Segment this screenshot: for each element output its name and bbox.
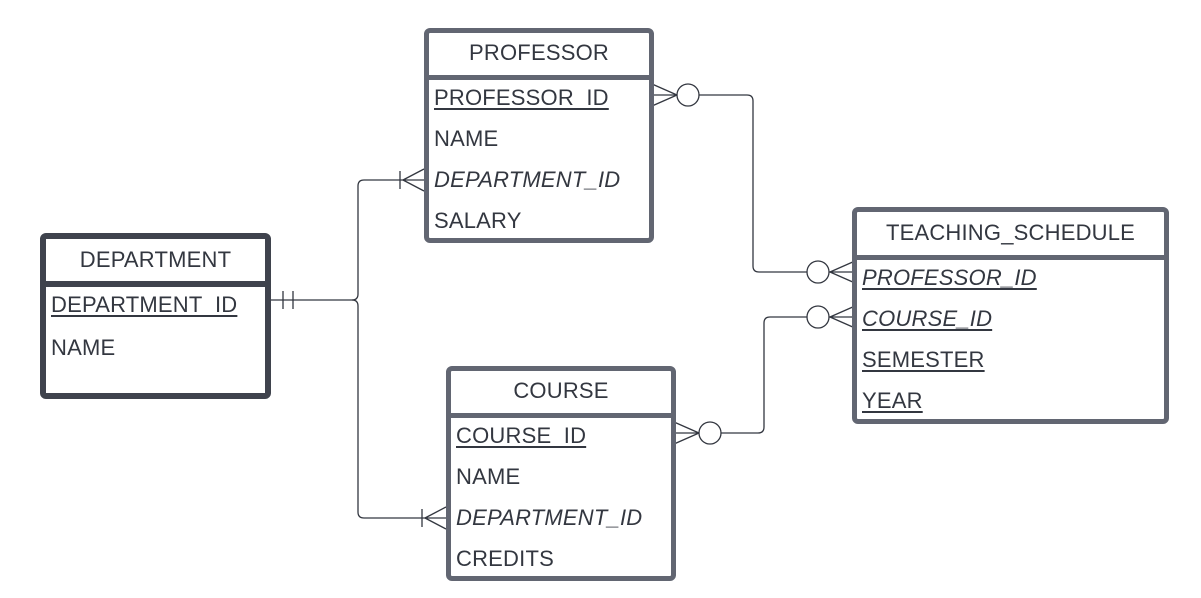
entity-professor[interactable]: PROFESSOR PROFESSOR_ID NAME DEPARTMENT_I… [424, 28, 654, 243]
relationship-department-professor[interactable] [268, 168, 425, 309]
attribute-professor-name: NAME [434, 126, 499, 151]
attribute-teaching-professor-id: PROFESSOR_ID [862, 265, 1037, 290]
entity-course[interactable]: COURSE COURSE_ID NAME DEPARTMENT_ID CRED… [446, 366, 676, 581]
attribute-course-department-id: DEPARTMENT_ID [456, 505, 643, 530]
entity-department[interactable]: DEPARTMENT DEPARTMENT_ID NAME [40, 233, 271, 399]
entity-department-title: DEPARTMENT [46, 239, 265, 287]
attribute-course-id: COURSE_ID [456, 423, 587, 448]
relationship-course-teaching-schedule[interactable] [673, 305, 856, 445]
entity-professor-title: PROFESSOR [429, 33, 649, 80]
attribute-course-credits: CREDITS [456, 546, 554, 571]
entity-teaching-schedule[interactable]: TEACHING_SCHEDULE PROFESSOR_ID COURSE_ID… [852, 207, 1169, 424]
attribute-department-name: NAME [51, 335, 116, 360]
attribute-course-name: NAME [456, 464, 521, 489]
relationship-department-course[interactable] [351, 299, 447, 530]
attribute-teaching-semester: SEMESTER [862, 347, 985, 372]
entity-teaching-schedule-title: TEACHING_SCHEDULE [857, 212, 1164, 260]
attribute-teaching-course-id: COURSE_ID [862, 306, 993, 331]
entity-course-title: COURSE [451, 371, 671, 418]
relationship-professor-teaching-schedule[interactable] [651, 83, 856, 284]
attribute-department-id: DEPARTMENT_ID [51, 292, 238, 317]
attribute-professor-salary: SALARY [434, 208, 522, 233]
attribute-teaching-year: YEAR [862, 388, 923, 413]
attribute-professor-id: PROFESSOR_ID [434, 85, 609, 110]
attribute-professor-department-id: DEPARTMENT_ID [434, 167, 621, 192]
